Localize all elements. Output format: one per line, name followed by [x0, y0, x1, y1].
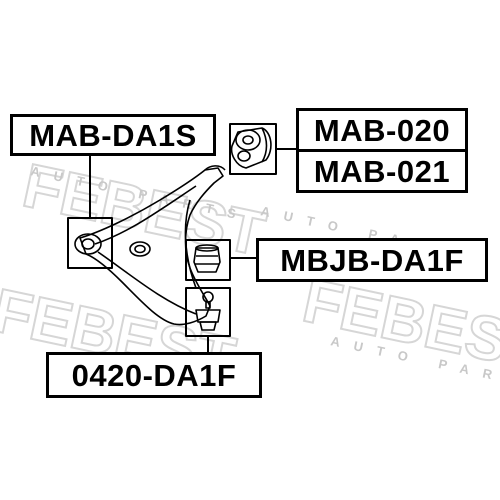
rear-bushing-part	[230, 127, 272, 169]
label-rear-bushing-a: MAB-020	[296, 108, 468, 152]
ball-joint-boot-part	[193, 244, 221, 273]
control-arm	[74, 165, 226, 326]
label-ball-joint-boot: MBJB-DA1F	[256, 238, 488, 282]
label-ball-joint: 0420-DA1F	[46, 352, 262, 398]
boot-frame	[185, 239, 231, 281]
label-rear-bushing-b: MAB-021	[296, 149, 468, 193]
ball-joint-part	[195, 291, 221, 331]
label-arm-bushing: MAB-DA1S	[10, 114, 216, 156]
